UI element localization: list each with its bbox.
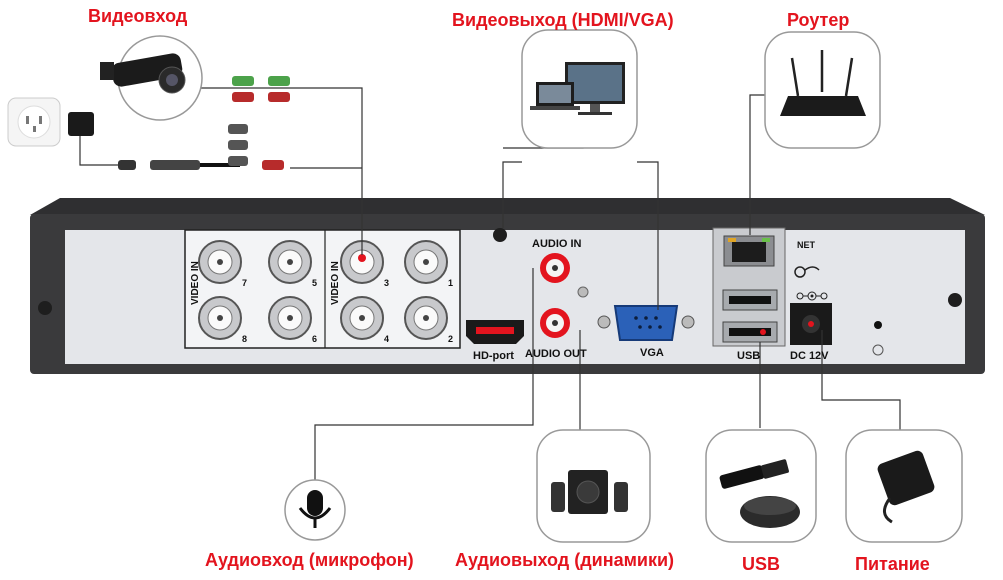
microphone-icon [298,490,332,528]
label-audio-out: Аудиовыход (динамики) [455,550,675,570]
rca-audio-out-jack [540,308,570,338]
line-adapter [79,130,120,166]
router-icon [780,50,866,116]
polarity-symbol-icon [796,291,828,301]
usb-port-top [722,289,778,311]
reset-hole [874,321,882,329]
bnc-connector-2 [404,296,448,340]
ethernet-port [723,235,775,267]
panel-label-audio-in: AUDIO IN [532,238,582,250]
label-router: Роутер [787,10,850,30]
label-video-out: Видеовыход (HDMI/VGA) [452,10,674,30]
hdmi-port [466,320,524,344]
screw-top [493,228,507,242]
line-router [749,94,765,235]
panel-label-audio-out: AUDIO OUT [525,348,587,360]
ground-icon [872,344,884,356]
bnc-connector-8 [198,296,242,340]
usb-port-bottom [722,321,778,343]
label-audio-in: Аудиовход (микрофон) [205,550,414,570]
bnc-connector-3 [340,240,384,284]
vga-port [597,305,695,341]
usb-flash-mouse-icon [719,459,800,528]
bnc-connector-6 [268,296,312,340]
channel-label: 3 [384,278,390,288]
connection-lines [79,87,901,480]
screw-right [948,293,962,307]
channel-label: 1 [448,278,454,288]
speakers-icon [551,470,628,514]
panel-label-vga: VGA [640,347,664,359]
panel-label-dc: DC 12V [790,350,829,362]
channel-label: 2 [448,334,454,344]
dc-power-jack [790,303,832,345]
line-audio-in [314,268,534,480]
monitor-icon [530,62,625,115]
bnc-connector-1 [404,240,448,284]
panel-label-video-in-right: VIDEO IN [330,261,341,305]
bnc-connectors [198,240,448,340]
screw-left [38,301,52,315]
line-camera-video [192,87,363,255]
panel-label-hd-port: HD-port [473,350,514,362]
channel-label: 4 [384,334,390,344]
channel-label: 6 [312,334,318,344]
channel-label: 8 [242,334,248,344]
line-power [821,330,901,430]
label-video-in: Видеовход [88,6,188,26]
channel-label: 5 [312,278,318,288]
label-usb: USB [742,554,781,574]
line-hdmi-to-monitor [502,161,522,228]
net-link-icon [794,266,820,278]
camera-icon [100,35,203,121]
line-vga-to-monitor [637,161,659,310]
panel-label-video-in-left: VIDEO IN [190,261,201,305]
bnc-connector-5 [268,240,312,284]
ac-adapter-icon [877,450,935,524]
panel-label-usb: USB [737,350,761,362]
bnc-connector-4 [340,296,384,340]
rca-audio-in-jack [540,253,570,283]
bnc-connector-7 [198,240,242,284]
label-power: Питание [855,554,930,574]
dvr-top-lid [30,198,985,215]
channel-label: 7 [242,278,248,288]
splitter-cable-icon [200,124,284,170]
power-adapter-icon [68,112,200,170]
cable-plugs-top [232,76,290,102]
wall-outlet-icon [7,97,61,147]
panel-label-net: NET [797,240,815,250]
